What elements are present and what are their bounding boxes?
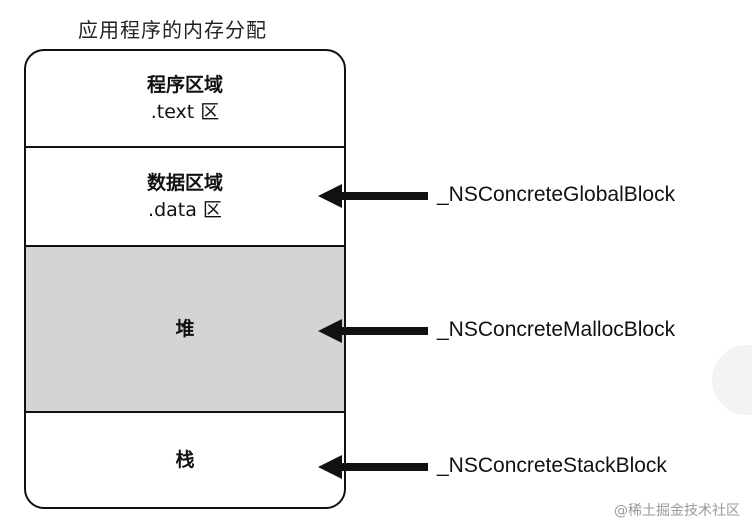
edge-shadow	[712, 345, 752, 415]
heap-region: 堆	[26, 245, 344, 411]
heap-region-name: 堆	[175, 317, 195, 340]
watermark-text: @稀土掘金技术社区	[614, 503, 740, 519]
text-region-sub: .text 区	[150, 100, 220, 123]
arrow-shaft	[338, 327, 428, 335]
malloc-block-label: _NSConcreteMallocBlock	[437, 318, 676, 341]
global-block-arrow	[318, 184, 428, 208]
stack-block-label: _NSConcreteStackBlock	[437, 454, 667, 477]
arrow-shaft	[338, 192, 428, 200]
data-region: 数据区域 .data 区	[26, 146, 344, 245]
data-region-name: 数据区域	[146, 171, 223, 194]
stack-block-arrow	[318, 455, 428, 479]
text-region-name: 程序区域	[146, 73, 223, 96]
stack-region-name: 栈	[175, 448, 195, 471]
data-region-sub: .data 区	[148, 198, 222, 221]
diagram-title: 应用程序的内存分配	[78, 18, 267, 42]
arrow-shaft	[338, 463, 428, 471]
malloc-block-arrow	[318, 319, 428, 343]
global-block-label: _NSConcreteGlobalBlock	[437, 183, 676, 206]
memory-layout-box: 程序区域 .text 区 数据区域 .data 区 堆 栈	[24, 49, 346, 509]
stack-region: 栈	[26, 411, 344, 507]
text-region: 程序区域 .text 区	[26, 51, 344, 146]
